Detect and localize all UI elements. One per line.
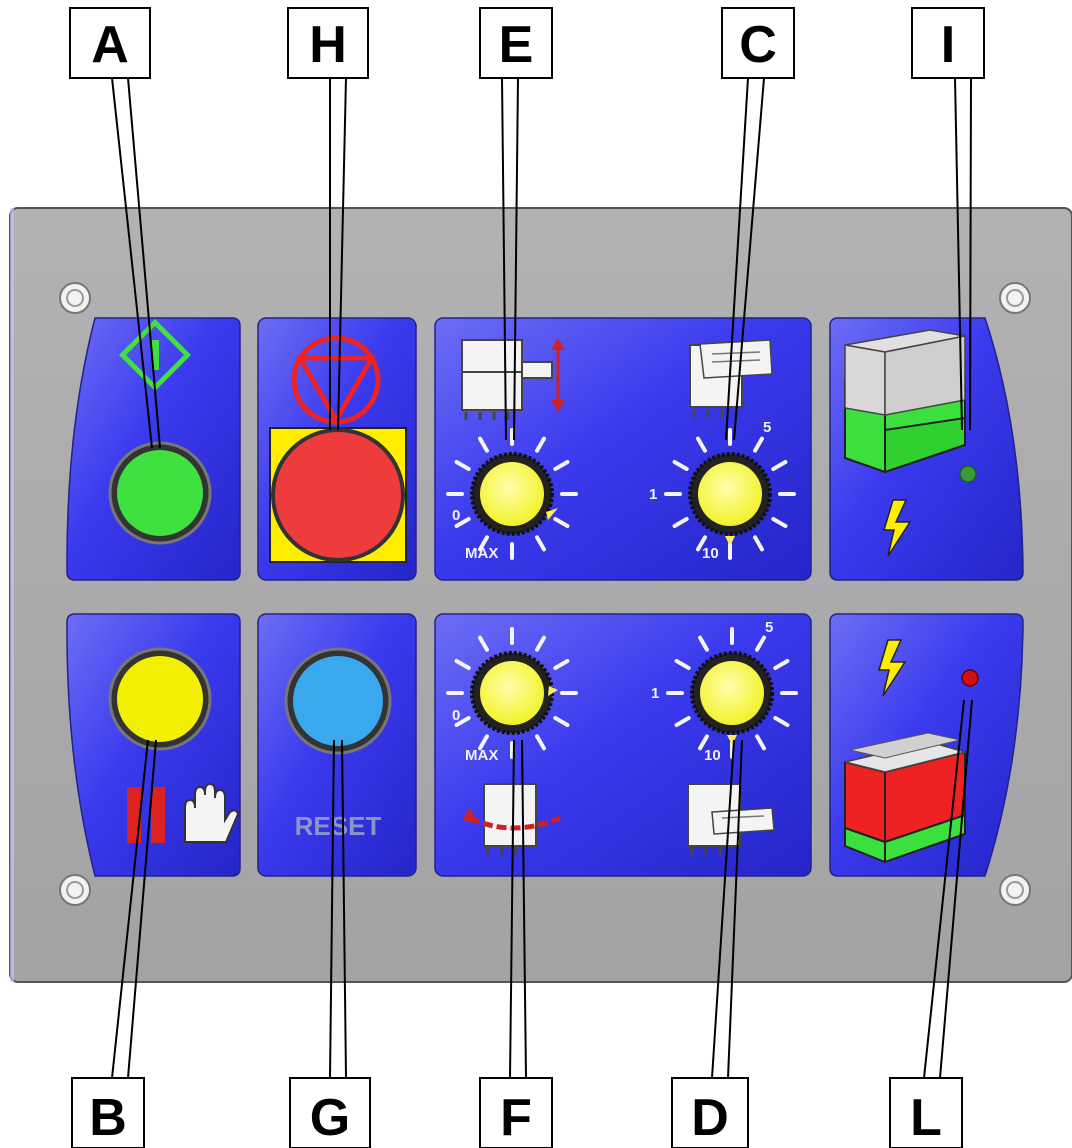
callout-box-bottom: F bbox=[480, 1078, 552, 1148]
callout-box-top: I bbox=[912, 8, 984, 78]
cycles-dial-bottom-ten-label: 10 bbox=[704, 747, 721, 764]
reset-label: RESET bbox=[295, 811, 382, 841]
callout-label: I bbox=[941, 16, 955, 74]
emergency-stop-button[interactable] bbox=[271, 428, 405, 562]
force-dial-top-max-label: MAX bbox=[465, 545, 498, 562]
cycles-dial-top-ten-label: 10 bbox=[702, 545, 719, 562]
callout-box-top: A bbox=[70, 8, 150, 78]
callout-box-top: E bbox=[480, 8, 552, 78]
cycles-dial-bottom-five-label: 5 bbox=[765, 619, 773, 636]
force-dial-top-min-label: 0 bbox=[452, 507, 460, 524]
screw-icon bbox=[60, 875, 90, 905]
callout-box-top: H bbox=[288, 8, 368, 78]
callout-label: H bbox=[309, 16, 347, 74]
battery-charged-icon bbox=[845, 330, 965, 472]
screw-icon bbox=[60, 283, 90, 313]
force-dial-bottom-min-label: 0 bbox=[452, 707, 460, 724]
callout-label: L bbox=[910, 1089, 942, 1147]
pause-button[interactable] bbox=[110, 649, 210, 749]
cycles-dial-top-five-label: 5 bbox=[763, 419, 771, 436]
cycles-dial-bottom-one-label: 1 bbox=[651, 685, 659, 702]
callout-label: G bbox=[310, 1089, 350, 1147]
callout-box-top: C bbox=[722, 8, 794, 78]
callout-label: A bbox=[91, 16, 129, 74]
callout-box-bottom: G bbox=[290, 1078, 370, 1148]
callout-label: B bbox=[89, 1089, 127, 1147]
callout-box-bottom: D bbox=[672, 1078, 748, 1148]
callout-label: C bbox=[739, 16, 777, 74]
callout-box-bottom: B bbox=[72, 1078, 144, 1148]
start-button[interactable] bbox=[110, 443, 210, 543]
reset-button[interactable] bbox=[286, 649, 390, 753]
cycles-dial-top-one-label: 1 bbox=[649, 486, 657, 503]
screw-icon bbox=[1000, 283, 1030, 313]
screw-icon bbox=[1000, 875, 1030, 905]
callout-label: D bbox=[691, 1089, 729, 1147]
force-dial-bottom-max-label: MAX bbox=[465, 747, 498, 764]
callout-box-bottom: L bbox=[890, 1078, 962, 1148]
callout-label: E bbox=[499, 16, 534, 74]
charged-led bbox=[960, 466, 976, 482]
callout-label: F bbox=[500, 1089, 532, 1147]
battery-low-led bbox=[962, 670, 978, 686]
